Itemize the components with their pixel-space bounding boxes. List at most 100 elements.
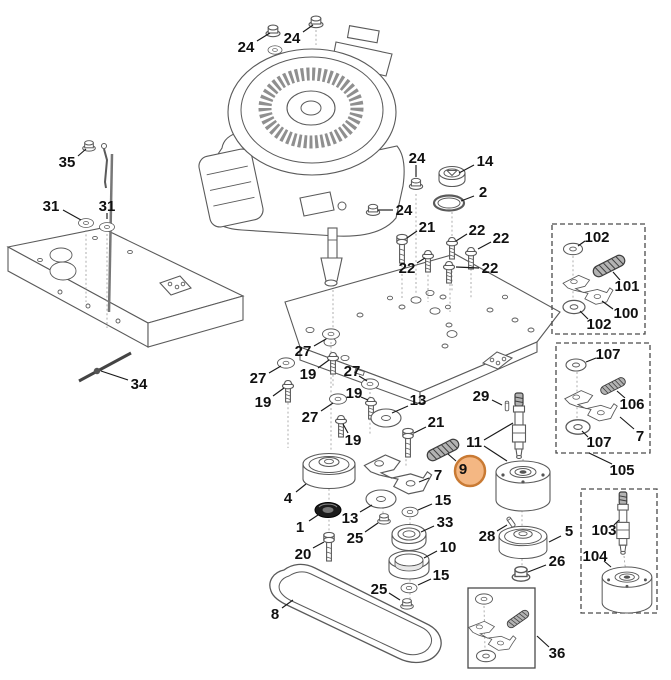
callout-22[interactable]: 22 (477, 230, 509, 250)
bolt-21-lower (402, 427, 414, 458)
washer-13-lower (365, 489, 397, 509)
frame-hole-large (49, 247, 73, 263)
callout-20[interactable]: 20 (295, 541, 325, 563)
svg-text:107: 107 (586, 434, 611, 451)
callout-34[interactable]: 34 (100, 370, 148, 393)
bolt-20 (323, 531, 335, 562)
callout-11[interactable]: 11 (466, 422, 514, 462)
svg-text:100: 100 (613, 305, 638, 322)
callout-102[interactable]: 102 (577, 229, 610, 247)
callout-5[interactable]: 5 (548, 523, 573, 543)
spring-9 (424, 436, 462, 464)
callout-31[interactable]: 31 (43, 198, 82, 221)
callout-7[interactable]: 7 (619, 416, 644, 445)
callout-27[interactable]: 27 (344, 363, 368, 382)
svg-text:29: 29 (473, 388, 490, 405)
svg-text:9: 9 (459, 461, 467, 478)
nut-26 (511, 565, 531, 582)
callout-19[interactable]: 19 (255, 387, 285, 411)
svg-text:31: 31 (43, 198, 60, 215)
callout-24[interactable]: 24 (284, 24, 314, 47)
callout-28[interactable]: 28 (479, 524, 508, 545)
callout-24[interactable]: 24 (378, 202, 413, 219)
svg-text:22: 22 (469, 222, 486, 239)
callout-22[interactable]: 22 (455, 260, 498, 277)
callout-7[interactable]: 7 (418, 467, 442, 484)
shaft-103 (616, 491, 630, 555)
callout-22[interactable]: 22 (399, 257, 426, 277)
callout-9[interactable]: 9 (447, 453, 467, 478)
svg-text:25: 25 (371, 581, 388, 598)
callout-105[interactable]: 105 (588, 452, 635, 479)
callout-19[interactable]: 19 (342, 423, 361, 449)
callout-104[interactable]: 104 (582, 548, 612, 568)
svg-text:105: 105 (609, 462, 634, 479)
callout-27[interactable]: 27 (295, 338, 327, 360)
shaft-11 (511, 392, 527, 460)
callout-103[interactable]: 103 (591, 519, 620, 539)
svg-text:27: 27 (302, 409, 319, 426)
callout-2[interactable]: 2 (460, 184, 487, 202)
callout-26[interactable]: 26 (527, 553, 566, 573)
svg-text:20: 20 (295, 546, 312, 563)
callout-14[interactable]: 14 (458, 153, 494, 174)
callout-101[interactable]: 101 (612, 271, 640, 295)
highlight-circle-part-9[interactable] (453, 454, 487, 488)
callout-15[interactable]: 15 (417, 492, 451, 511)
pulley-4 (302, 452, 356, 490)
left-frame-plate (6, 227, 245, 348)
callout-19[interactable]: 19 (346, 385, 369, 402)
callout-106[interactable]: 106 (616, 390, 645, 413)
callout-10[interactable]: 10 (423, 539, 456, 559)
callout-24[interactable]: 24 (409, 150, 426, 177)
callout-19[interactable]: 19 (300, 359, 330, 383)
callout-1[interactable]: 1 (296, 512, 322, 536)
muffler (198, 148, 264, 228)
svg-text:25: 25 (347, 530, 364, 547)
svg-text:8: 8 (271, 606, 279, 623)
spring-106 (598, 375, 628, 397)
callout-25[interactable]: 25 (371, 581, 401, 601)
crankshaft (320, 227, 343, 287)
svg-text:24: 24 (409, 150, 426, 167)
nut-24-mid (408, 177, 424, 190)
callout-13[interactable]: 13 (391, 392, 426, 414)
callout-33[interactable]: 33 (420, 514, 453, 533)
callout-25[interactable]: 25 (347, 522, 379, 547)
callout-107[interactable]: 107 (585, 346, 621, 363)
callout-107[interactable]: 107 (581, 430, 612, 451)
svg-text:26: 26 (549, 553, 566, 570)
spring-36 (505, 608, 531, 630)
frame-hole-large (49, 261, 77, 281)
svg-text:19: 19 (300, 366, 317, 383)
callout-27[interactable]: 27 (302, 402, 334, 426)
engine-assembly (198, 25, 405, 287)
callout-31[interactable]: 31 (99, 198, 116, 219)
callout-36[interactable]: 36 (536, 635, 565, 662)
washer-15-lower (400, 582, 418, 594)
callout-102[interactable]: 102 (579, 310, 612, 333)
svg-text:24: 24 (396, 202, 413, 219)
callout-35[interactable]: 35 (59, 148, 87, 171)
callout-29[interactable]: 29 (473, 388, 503, 406)
svg-text:101: 101 (614, 278, 639, 295)
deck-tab (481, 351, 514, 370)
svg-text:106: 106 (619, 396, 644, 413)
callout-22[interactable]: 22 (455, 222, 486, 242)
nut-24-left (365, 203, 381, 216)
callout-4[interactable]: 4 (284, 483, 307, 507)
callout-8[interactable]: 8 (271, 599, 294, 623)
bracket-7-boxed (564, 390, 618, 422)
callout-13[interactable]: 13 (342, 504, 373, 527)
callout-24[interactable]: 24 (238, 32, 271, 56)
callout-21[interactable]: 21 (406, 219, 435, 239)
callout-27[interactable]: 27 (250, 365, 282, 387)
clutch-housing-11 (495, 460, 551, 512)
callout-100[interactable]: 100 (601, 300, 639, 322)
callout-21[interactable]: 21 (413, 414, 444, 434)
svg-text:107: 107 (595, 346, 620, 363)
callout-15[interactable]: 15 (417, 567, 449, 586)
